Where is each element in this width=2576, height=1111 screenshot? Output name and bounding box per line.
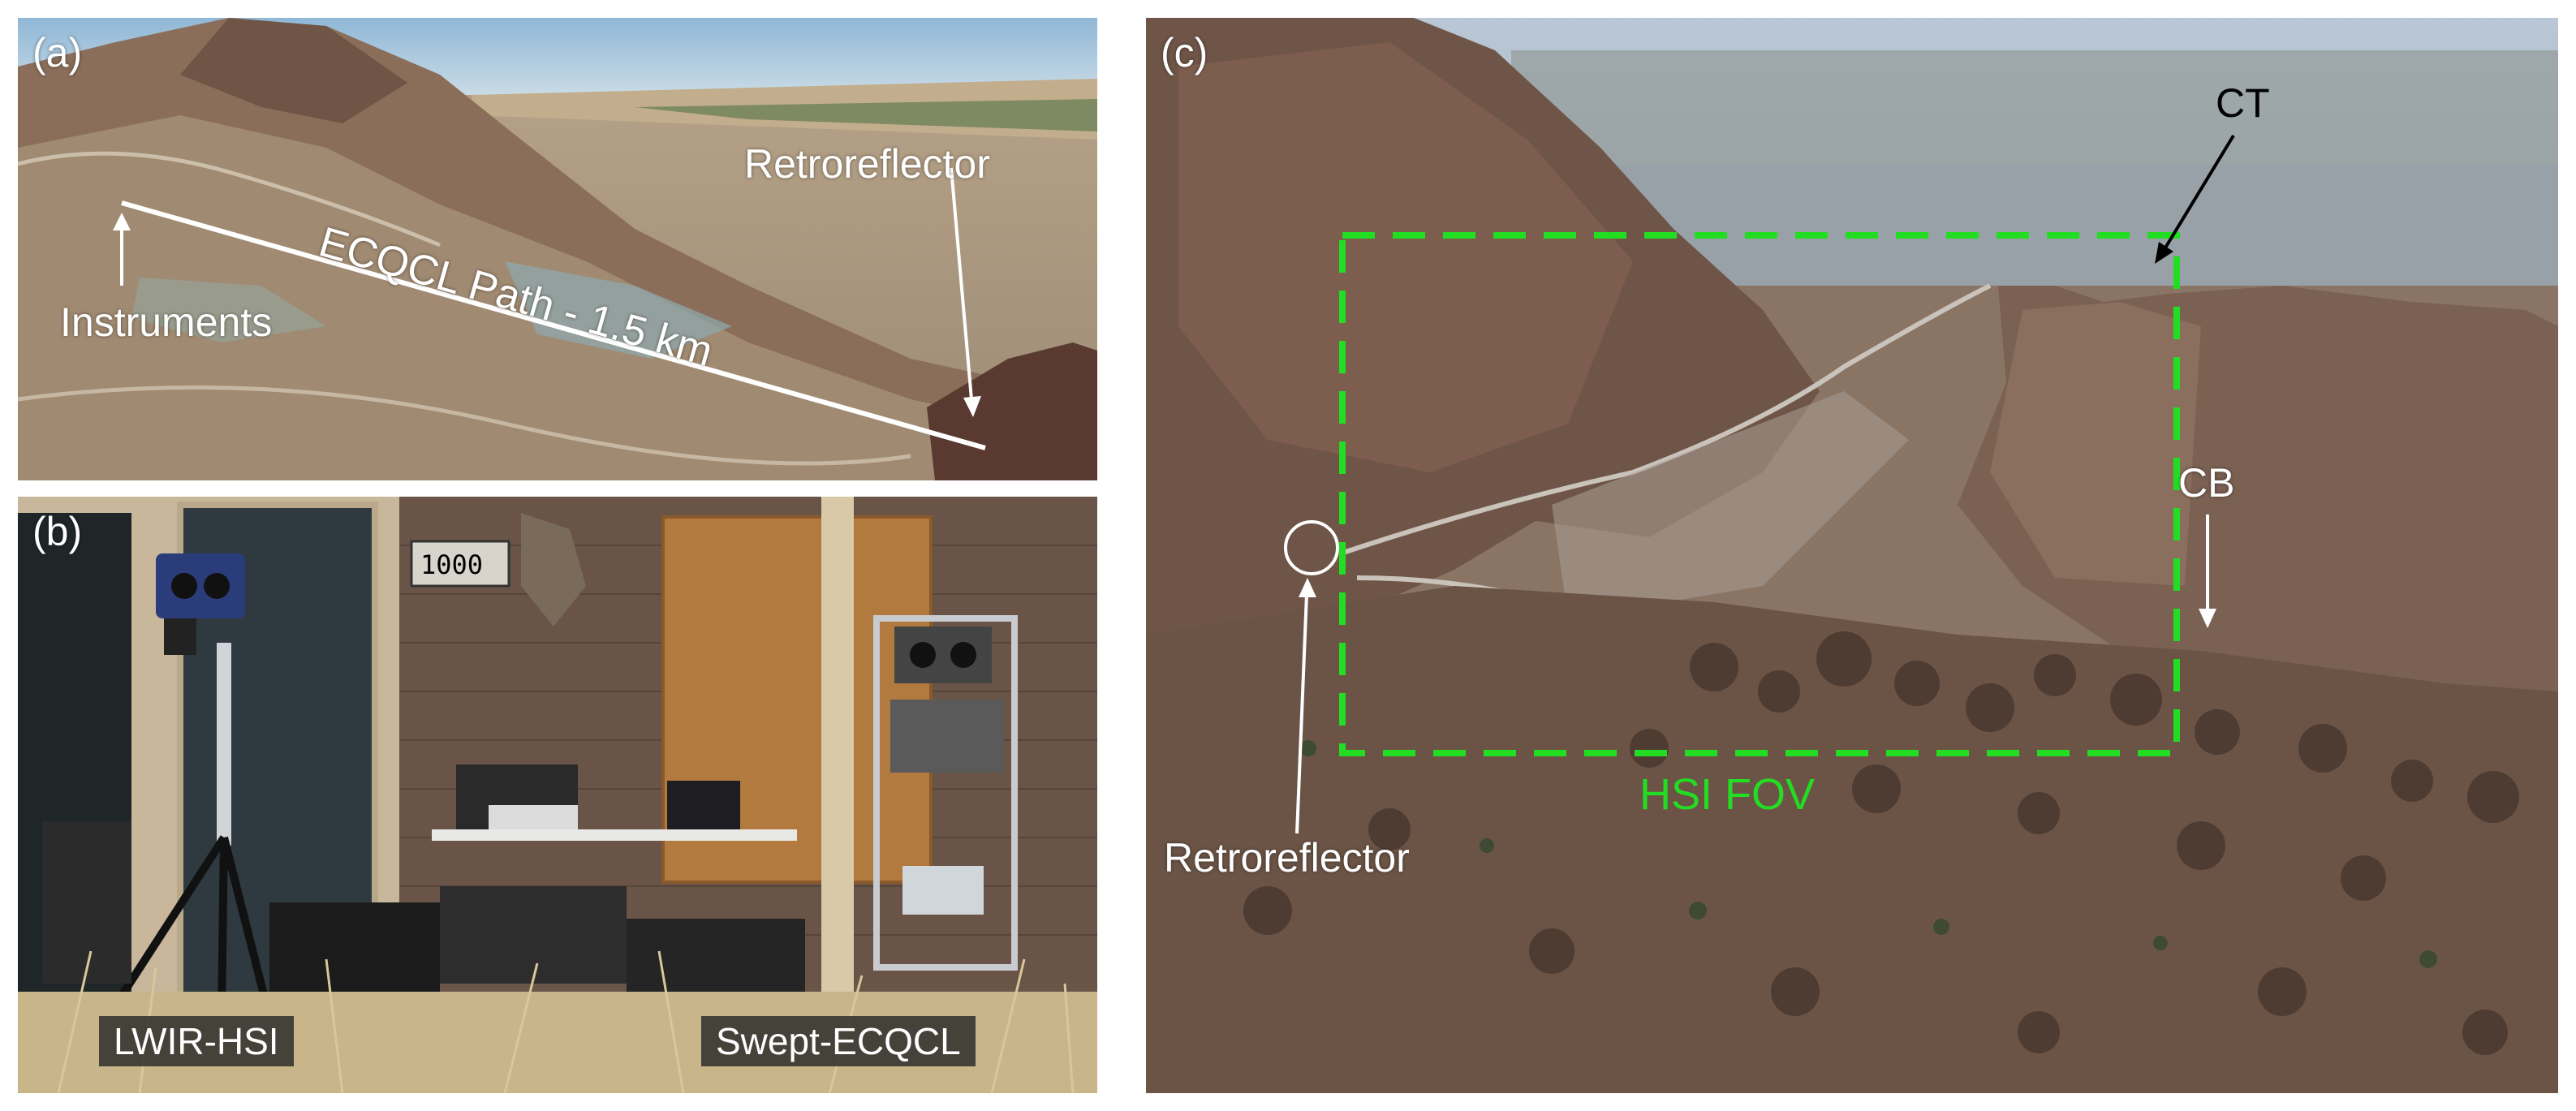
panel-c-retroreflector-label: Retroreflector: [1164, 835, 1410, 881]
panel-b-photo: (b) 1000 LWIR-HSI Swept-ECQCL: [18, 497, 1097, 1093]
panel-a-retroreflector-label: Retroreflector: [744, 141, 990, 187]
panel-c-tag: (c): [1161, 30, 1208, 75]
panel-a-landscape: [18, 18, 1097, 480]
panel-b-tag: (b): [32, 509, 83, 554]
cb-label: CB: [2178, 460, 2235, 506]
panel-a-photo: (a) Retroreflector Instruments ECQCL Pat…: [18, 18, 1097, 480]
lwir-hsi-label: LWIR-HSI: [99, 1016, 294, 1066]
panel-a-tag: (a): [32, 30, 83, 75]
hsi-fov-label: HSI FOV: [1639, 770, 1816, 819]
panel-c-photo: (c) CT CB HSI FOV Retroreflector: [1146, 18, 2558, 1093]
ct-label: CT: [2216, 80, 2270, 126]
door-number-plate: 1000: [420, 549, 484, 580]
panel-b-scene: [18, 497, 1097, 1093]
panel-a-instruments-label: Instruments: [60, 299, 273, 345]
panel-c-landscape: [1146, 18, 2558, 1093]
swept-ecqcl-label: Swept-ECQCL: [701, 1016, 976, 1066]
